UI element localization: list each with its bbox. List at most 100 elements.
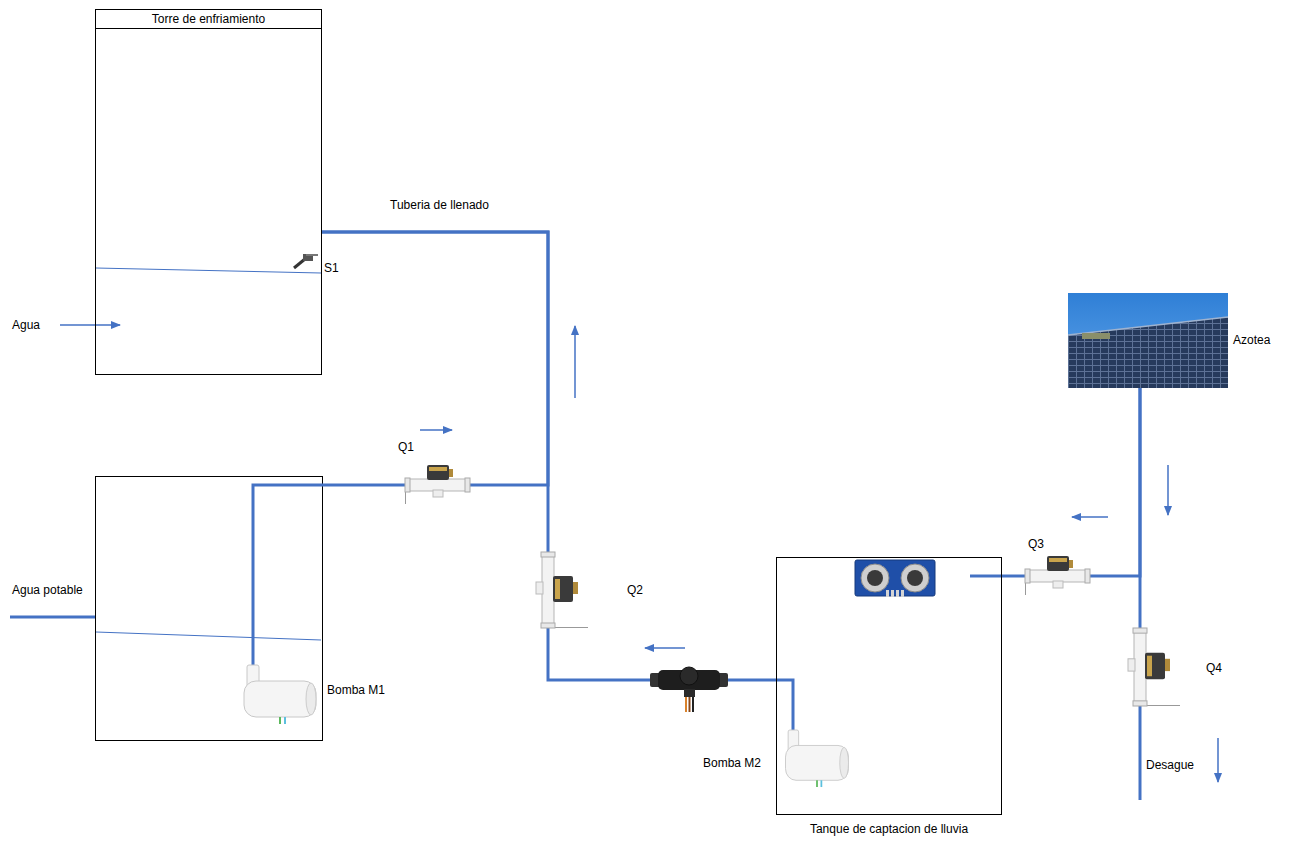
sensor-wire [692,697,694,712]
sensor-float [294,259,305,268]
pump-wire [279,717,281,724]
pump-picture [782,730,852,788]
pump-label: Bomba M1 [327,683,385,697]
flow-arrow [1217,738,1219,782]
pump-body [244,681,316,717]
drain-label: Desague [1146,758,1194,772]
inflow-label: Agua [12,318,40,332]
pipe-stub [970,575,1002,578]
roof-panels [1068,317,1228,388]
pipe [322,232,548,485]
water-level [96,268,321,273]
inlet-label: Agua potable [12,583,83,597]
pump-cap [840,747,849,778]
sensor-pin [891,590,894,597]
pump-body [786,745,849,780]
valve-tube [407,479,468,491]
roof-sky [1068,293,1228,388]
pipe [1139,388,1142,628]
rain-tank: Bomba M2Tanque de captacion de lluvia [776,557,1002,815]
drain-pipe [1139,706,1142,800]
flow-arrow [1072,516,1108,518]
valve-bracket [554,627,588,628]
pipe-label: Tuberia de llenado [390,198,489,212]
pump-wire [821,780,823,787]
valve-tube [542,554,554,626]
pump-cap [306,683,316,715]
pump-wire [284,717,286,724]
pipe [1090,388,1140,576]
valve-coil [553,576,573,602]
sensor-body [303,254,313,261]
ultrasonic-sensor [855,560,935,597]
level-sensor [294,254,318,268]
valve-terminal [573,582,578,594]
sensor-board [855,560,935,596]
solenoid-valve: Q3 [1025,555,1090,589]
valve-picture [405,464,470,498]
solenoid-valve: Q4 [1128,628,1180,706]
valve-band [1049,558,1067,562]
flow-arrow [1167,465,1169,515]
sensor-eye [901,564,929,592]
sensor-connector [684,689,695,697]
pump-wire [816,780,818,787]
roof-label: Azotea [1233,333,1270,347]
valve-tube [1027,570,1088,582]
valve-terminal [1069,560,1073,568]
pump: Bomba M2 [782,730,852,788]
valve-ring [541,552,555,557]
valve-label: Q4 [1206,661,1222,675]
solenoid-valve: Q1 [405,464,470,498]
sensor-eye-mesh [907,570,923,586]
sensor-pin [886,590,889,597]
pipe [1002,575,1025,578]
sensor-nozzle [650,673,662,687]
sensor-nozzle [716,673,728,687]
flow-arrow [60,324,120,326]
cooling-tower: Torre de enfriamiento [95,9,322,375]
valve-ring [465,478,470,492]
valve-band [1147,656,1152,677]
sensor-eye [861,564,889,592]
roof: Azotea [1068,293,1228,388]
sensor-wire [689,697,691,712]
sensor-pin [901,590,904,597]
valve-ring [1133,628,1147,633]
valve-stub [1053,581,1063,588]
pump: Bomba M1 [240,665,320,725]
pipe [548,628,793,730]
valve-label: Q3 [1028,537,1044,551]
valve-picture [1025,555,1090,589]
tank-title: Tanque de captacion de lluvia [810,822,968,836]
roof-picture [1068,293,1228,388]
valve-stub [433,490,443,497]
sensor-dome [680,667,698,685]
valve-band [555,579,560,599]
pump-label: Bomba M2 [703,756,761,770]
tower-title: Torre de enfriamiento [96,10,321,29]
valve-tube [1134,630,1146,704]
roof-ridge [1068,317,1228,335]
flow-arrow [574,326,576,398]
valve-coil [1145,653,1165,680]
valve-label: Q2 [627,583,643,597]
pipe [253,485,405,665]
sensor-eye-mesh [867,570,883,586]
valve-bracket [1146,705,1180,706]
inlet-pipe [10,616,95,619]
valve-coil [427,465,449,480]
valve-terminal [449,469,453,477]
valve-ring [1133,701,1147,706]
valve-label: Q1 [398,440,414,454]
sensor-wire [685,697,687,712]
valve-band [429,467,447,471]
potable-tank [96,477,323,741]
valve-ring [541,623,555,628]
valve-stub [1128,659,1135,671]
flow-arrow [645,647,685,649]
